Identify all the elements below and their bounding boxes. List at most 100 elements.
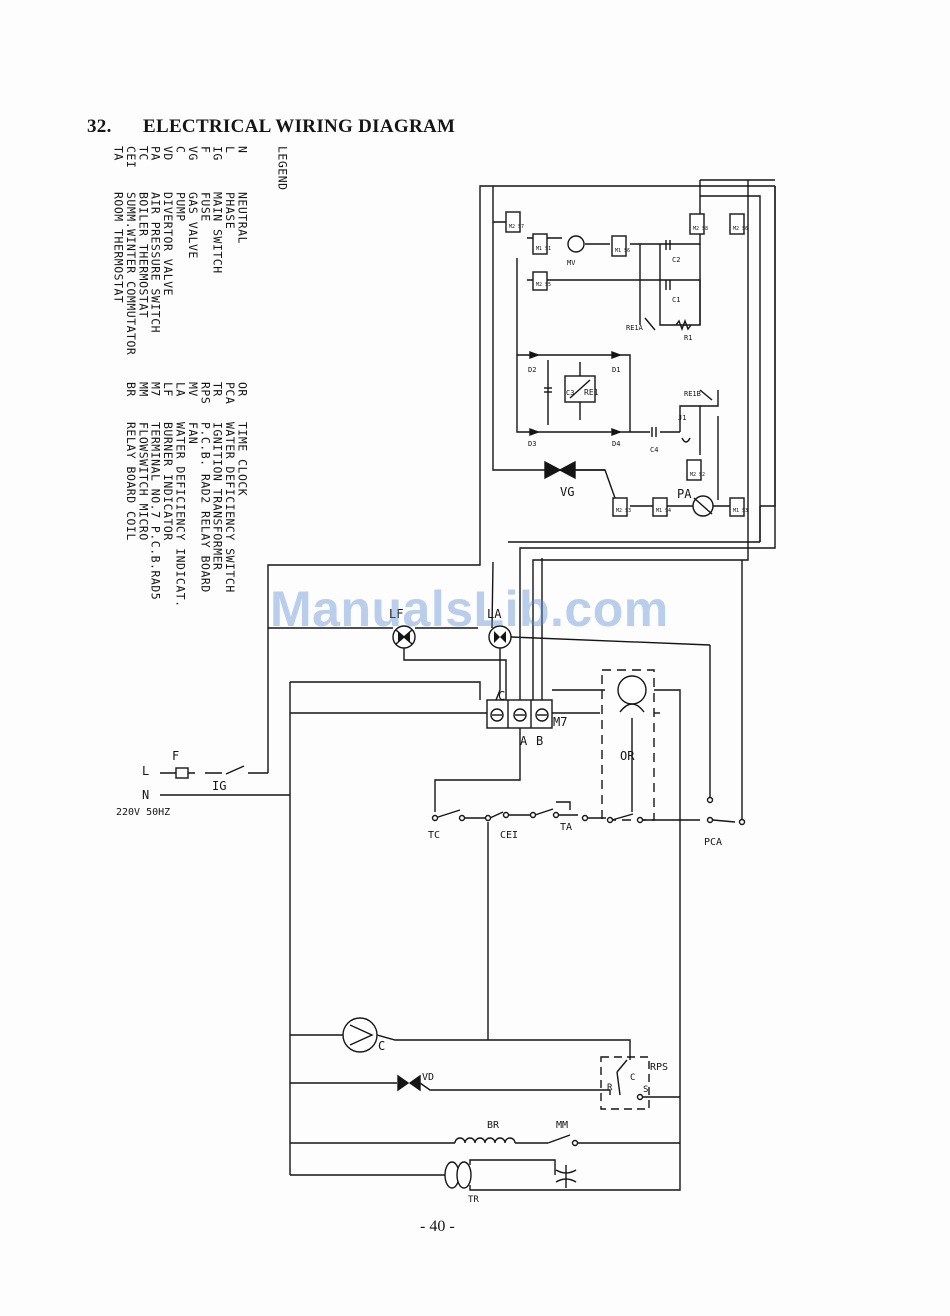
legend-code: MM: [136, 382, 151, 397]
svg-text:D2: D2: [528, 366, 536, 374]
fan-icon: [567, 235, 585, 253]
svg-text:MV: MV: [567, 259, 576, 267]
legend-description: GAS VALVE: [185, 192, 200, 259]
legend-code: VG: [185, 146, 200, 161]
svg-text:CEI: CEI: [500, 830, 518, 841]
svg-text:L: L: [142, 764, 149, 778]
legend-code: CEI: [123, 146, 138, 169]
terminal-label: M1 S6: [615, 248, 630, 254]
svg-text:TR: TR: [468, 1195, 479, 1205]
terminal-m1-s4: [652, 497, 668, 517]
main-labels: LF LA M7 A B C OR IG F L N 220V 50HZ TC …: [116, 607, 722, 1205]
svg-text:B: B: [536, 734, 543, 748]
svg-text:RE1B: RE1B: [684, 390, 701, 398]
legend-code: RPS: [198, 382, 213, 405]
terminal-label: M1 S3: [733, 508, 748, 514]
legend-code: TA: [111, 146, 126, 161]
legend-description: ROOM THERMOSTAT: [111, 192, 126, 304]
legend-code: F: [198, 146, 213, 154]
legend-description: P.C.B. RAD2 RELAY BOARD: [198, 422, 213, 593]
terminal-m1-s3: [729, 497, 745, 517]
svg-text:TC: TC: [428, 830, 440, 841]
svg-text:VD: VD: [422, 1072, 434, 1083]
legend-description: IGNITION TRANSFORMER: [210, 422, 225, 571]
svg-text:M7: M7: [553, 715, 567, 729]
legend-description: RELAY BOARD COIL: [123, 422, 138, 541]
legend-code: M7: [148, 382, 163, 397]
terminal-m2-s2: [686, 459, 702, 481]
relay-board-labels: MV RE1 RE1A RE1B C2 C1 C3 C4 D1 D2 D3 D4…: [528, 256, 701, 501]
gas-valve-icon: [544, 460, 576, 480]
svg-text:D1: D1: [612, 366, 620, 374]
resistor-r1: [675, 319, 692, 331]
legend-code: L: [223, 146, 238, 154]
svg-text:C1: C1: [672, 296, 680, 304]
relay-re1-coil: [569, 379, 591, 399]
svg-text:C3: C3: [566, 389, 574, 397]
svg-text:RE1A: RE1A: [626, 324, 644, 332]
legend-code: IG: [210, 146, 225, 161]
legend-code: PA: [148, 146, 163, 161]
svg-text:R: R: [607, 1083, 613, 1093]
terminal-m2-s8: [689, 213, 705, 235]
legend-description: BOILER THERMOSTAT: [136, 192, 151, 319]
capacitor-c2: [665, 240, 671, 250]
svg-text:N: N: [142, 788, 149, 802]
svg-text:RPS: RPS: [650, 1062, 668, 1073]
svg-text:IG: IG: [212, 779, 226, 793]
legend-description: TERMINAL NO.7 P.C.B.RAD5: [148, 422, 163, 601]
terminal-m2-s7: [505, 211, 521, 233]
legend-description: WATER DEFICIENCY SWITCH: [223, 422, 238, 593]
air-pressure-switch-icon: [692, 495, 714, 517]
legend-code: OR: [235, 382, 250, 397]
legend-description: SUMM.WINTER COMMUTATOR: [123, 192, 138, 356]
relay-board-components: [505, 211, 745, 517]
svg-text:LF: LF: [389, 607, 403, 621]
diodes: [529, 350, 622, 437]
legend-description: TIME CLOCK: [235, 422, 250, 497]
svg-text:PA: PA: [677, 487, 692, 501]
svg-text:J1: J1: [678, 414, 686, 422]
svg-text:PCA: PCA: [704, 837, 722, 848]
svg-text:C: C: [378, 1039, 385, 1053]
legend-description: DIVERTOR VALVE: [161, 192, 176, 296]
jumper-j1: [681, 437, 691, 443]
svg-text:S: S: [643, 1085, 648, 1095]
legend-code: N: [235, 146, 250, 154]
capacitor-c4: [651, 427, 657, 437]
svg-text:VG: VG: [560, 485, 574, 499]
watermark: ManualsLib.com: [270, 581, 669, 637]
capacitor-c3: [544, 387, 552, 393]
diode-d3: [529, 427, 540, 437]
legend-description: PUMP: [173, 192, 188, 222]
svg-text:C: C: [630, 1073, 635, 1083]
svg-text:MM: MM: [556, 1120, 568, 1131]
svg-text:TA: TA: [560, 822, 572, 833]
page-title: ELECTRICAL WIRING DIAGRAM: [143, 116, 456, 137]
legend-code: VD: [161, 146, 176, 161]
svg-text:F: F: [172, 749, 179, 763]
svg-text:BR: BR: [487, 1120, 500, 1131]
legend-code: LF: [161, 382, 176, 397]
svg-text:D4: D4: [612, 440, 620, 448]
page-number: - 40 -: [420, 1218, 455, 1235]
legend-description: NEUTRAL: [235, 192, 250, 244]
terminal-m1-s1: [532, 233, 548, 255]
legend-code: C: [173, 146, 188, 154]
contact-re1b: [699, 389, 713, 401]
terminal-m1-s6: [611, 235, 627, 257]
terminal-label: M2 S7: [509, 224, 524, 230]
terminal-label: M1 S1: [536, 246, 551, 252]
capacitor-c1: [665, 280, 671, 290]
main-wiring: [160, 185, 746, 1191]
terminal-label: M2 S6: [733, 226, 748, 232]
legend-code: BR: [123, 382, 138, 397]
svg-text:R1: R1: [684, 334, 692, 342]
legend-description: FUSE: [198, 192, 213, 222]
terminal-m2-s3: [612, 497, 628, 517]
legend-code: PCA: [223, 382, 238, 405]
legend-description: BURNER INDICATOR: [161, 422, 176, 541]
svg-text:LA: LA: [487, 607, 502, 621]
svg-text:D3: D3: [528, 440, 536, 448]
